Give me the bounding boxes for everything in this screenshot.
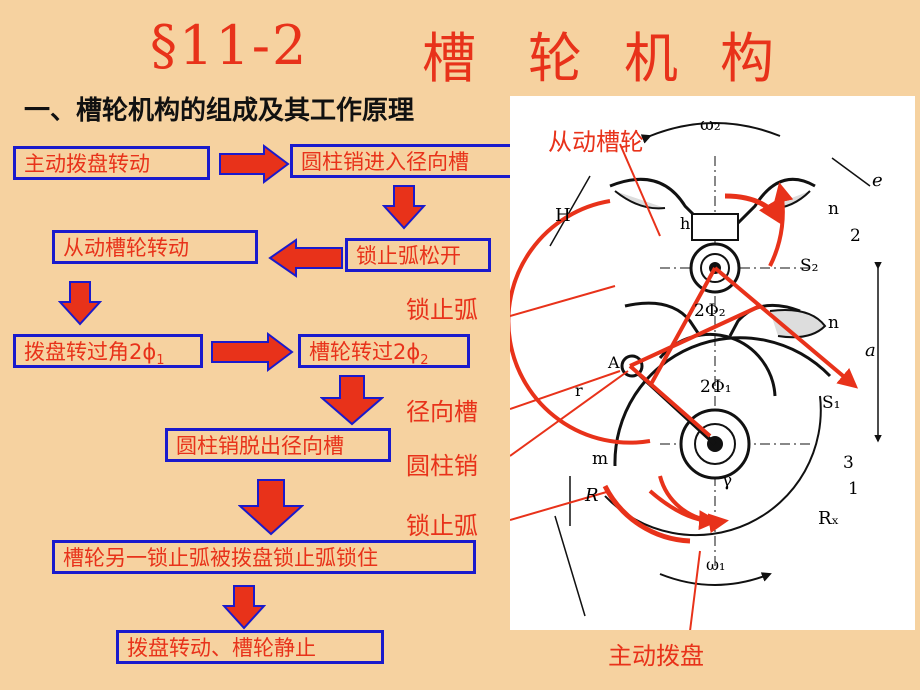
r-label: r <box>575 381 583 400</box>
section-number: §11-2 <box>150 14 309 77</box>
A-label: A <box>607 353 620 372</box>
label-pin: 圆柱销 <box>406 452 478 480</box>
omega2-label: ω₂ <box>700 115 721 135</box>
title-char-4: 构 <box>720 27 774 90</box>
H-label: H <box>555 205 571 226</box>
label-driving-dial: 主动拨盘 <box>608 642 704 670</box>
flow-step-arc-released: 锁止弧松开 <box>345 238 491 272</box>
down-arrow-icon <box>222 585 266 630</box>
part-3-label: 3 <box>843 453 854 473</box>
flow-step-pin-exits-slot: 圆柱销脱出径向槽 <box>165 428 391 462</box>
n-top-label: n <box>828 199 839 219</box>
down-arrow-icon <box>58 281 102 326</box>
omega1-label: ω₁ <box>706 555 725 574</box>
left-arrow-icon <box>268 238 343 278</box>
label-driven-wheel: 从动槽轮 <box>548 128 644 156</box>
flow-step-dial-angle-text: 拨盘转过角2ϕ <box>24 340 157 364</box>
flow-step-dial-angle: 拨盘转过角2ϕ1 <box>13 334 203 368</box>
two-phi2-label: 2Φ₂ <box>694 301 726 321</box>
right-arrow-icon <box>211 332 294 372</box>
a-label: a <box>865 340 876 361</box>
s1-label: S₁ <box>822 393 840 413</box>
gamma-label: γ <box>722 471 732 491</box>
two-phi1-label: 2Φ₁ <box>700 377 732 397</box>
flow-step-wheel-angle-sub: 2 <box>420 353 429 369</box>
R-label: R <box>584 485 599 506</box>
part-1-label: 1 <box>848 479 859 499</box>
geneva-mechanism-drawing: ω₂ e H h n 2 S₂ 2Φ₂ n a A r 2Φ₁ S₁ m 3 γ… <box>506 115 883 632</box>
label-radial-slot: 径向槽 <box>406 398 478 426</box>
flow-step-wheel-angle-text: 槽轮转过2ϕ <box>309 340 421 364</box>
flow-step-arc-locked: 槽轮另一锁止弧被拨盘锁止弧锁住 <box>52 540 476 574</box>
flow-step-pin-enters-slot: 圆柱销进入径向槽 <box>290 144 520 178</box>
flow-step-wheel-stationary: 拨盘转动、槽轮静止 <box>116 630 384 664</box>
flow-step-dial-rotates: 主动拨盘转动 <box>13 146 210 180</box>
h-label: h <box>680 214 690 233</box>
title-char-1: 槽 <box>422 27 476 90</box>
s2-label: S₂ <box>800 256 818 276</box>
right-arrow-icon <box>219 144 290 184</box>
label-locking-arc-bottom: 锁止弧 <box>406 512 478 540</box>
flow-step-dial-angle-sub: 1 <box>156 353 165 369</box>
Rx-label: Rₓ <box>818 508 839 529</box>
m-label: m <box>592 449 608 469</box>
flow-step-wheel-rotates: 从动槽轮转动 <box>52 230 258 264</box>
label-locking-arc-top: 锁止弧 <box>406 296 478 324</box>
down-arrow-icon <box>382 185 426 230</box>
e-label: e <box>872 170 883 191</box>
title-char-3: 机 <box>624 27 678 90</box>
flow-step-wheel-angle: 槽轮转过2ϕ2 <box>298 334 470 368</box>
driving-dial <box>604 332 832 537</box>
geneva-mechanism-figure: ω₂ e H h n 2 S₂ 2Φ₂ n a A r 2Φ₁ S₁ m 3 γ… <box>506 96 915 632</box>
section-heading: 一、槽轮机构的组成及其工作原理 <box>24 96 415 126</box>
down-arrow-icon <box>238 479 304 536</box>
part-2-label: 2 <box>850 226 861 246</box>
down-arrow-icon <box>320 375 384 426</box>
title-char-2: 轮 <box>528 27 582 90</box>
page-title: §11-2 槽 轮 机 构 <box>0 14 920 90</box>
n-mid-label: n <box>828 313 839 333</box>
